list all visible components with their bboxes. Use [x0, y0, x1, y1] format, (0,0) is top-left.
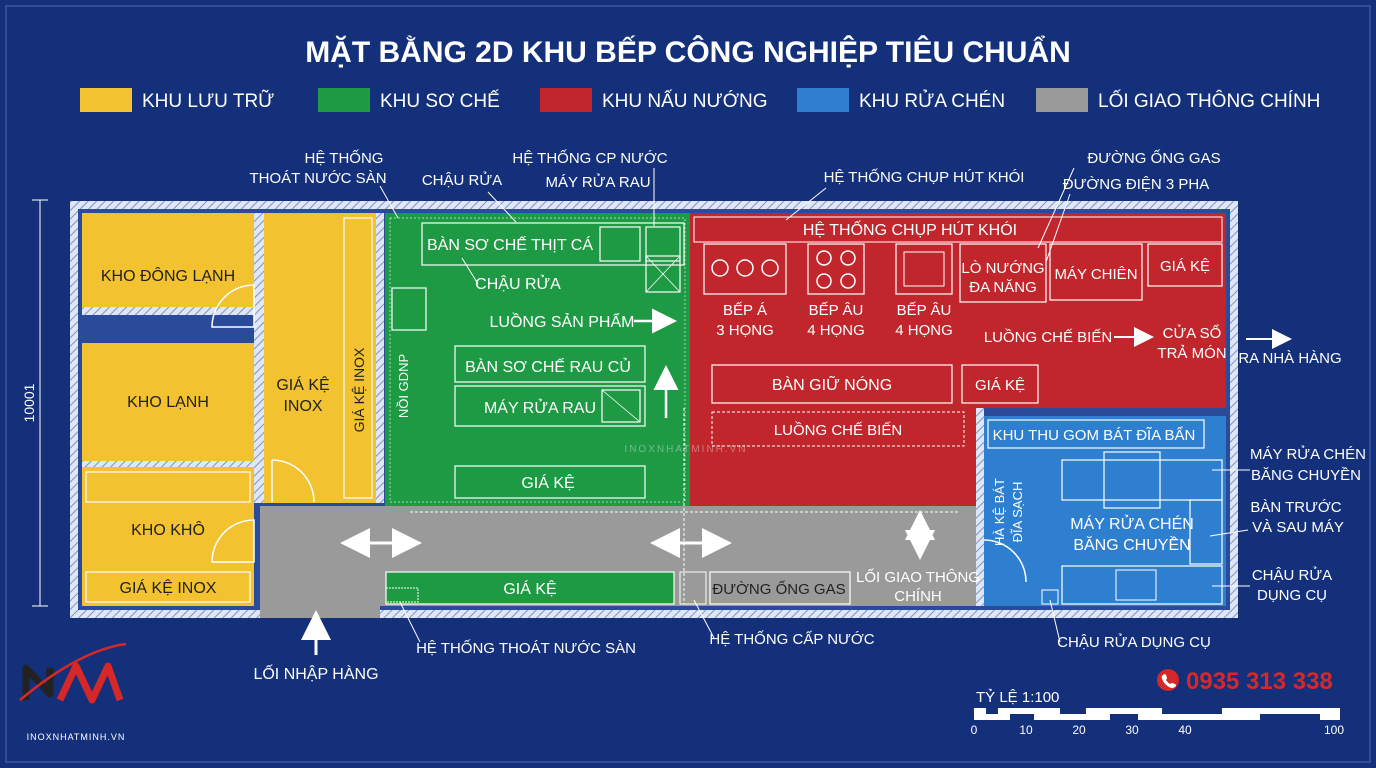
process-flow-label: LUỒNG CHẾ BIẾN	[984, 328, 1112, 346]
cooking-shelf-label: GIÁ KỆ	[1160, 258, 1210, 275]
veg-washer-label: MÁY RỬA RAU	[484, 398, 596, 417]
page-title: MẶT BẰNG 2D KHU BẾP CÔNG NGHIỆP TIÊU CHU…	[305, 35, 1071, 69]
cooking-shelf-2-label: GIÁ KỆ	[975, 377, 1025, 394]
dishwasher-callout-line2: BĂNG CHUYỀN	[1251, 467, 1361, 484]
legend-swatch-prep	[318, 88, 370, 112]
center-watermark: INOXNHATMINH.VN	[624, 444, 747, 455]
legend-label-washing: KHU RỬA CHÉN	[859, 90, 1005, 112]
phone-contact[interactable]: 0935 313 338	[1157, 668, 1333, 695]
tool-sink-callout-line2: DỤNG CỤ	[1257, 587, 1327, 604]
legend: KHU LƯU TRỮ KHU SƠ CHẾ KHU NẤU NƯỚNG KHU…	[80, 88, 1320, 112]
inox-shelf-label: GIÁ KỆ INOX	[120, 578, 217, 597]
prep-vertical-label: NỒI GDNP	[396, 354, 411, 418]
brand-url: INOXNHATMINH.VN	[27, 732, 126, 742]
asian-stove-label-line1: BẾP Á	[723, 302, 767, 319]
euro-stove-2-label-line2: 4 HỌNG	[895, 322, 953, 339]
scale-tick-0: 0	[971, 723, 978, 737]
veg-washer-top-callout: MÁY RỬA RAU	[545, 173, 650, 191]
washing-zone	[976, 408, 1226, 606]
main-corridor-label-line1: LỐI GIAO THÔNG	[856, 568, 980, 586]
fryer-label: MÁY CHIÊN	[1054, 266, 1137, 283]
to-restaurant-label: RA NHÀ HÀNG	[1238, 350, 1341, 367]
tool-sink-bottom-callout: CHẬU RỬA DỤNG CỤ	[1057, 633, 1211, 651]
brand-logo: INOXNHATMINH.VN	[19, 642, 127, 742]
table-callout-line1: BÀN TRƯỚC	[1250, 499, 1341, 516]
dishwasher-callout-line1: MÁY RỬA CHÉN	[1250, 445, 1366, 463]
dishwasher-label-line1: MÁY RỬA CHÉN	[1070, 514, 1194, 533]
veg-prep-table-label: BÀN SƠ CHẾ RAU CỦ	[465, 357, 631, 376]
meat-prep-table-label: BÀN SƠ CHẾ THỊT CÁ	[427, 235, 593, 254]
floor-drain-callout: HỆ THỐNG THOÁT NƯỚC SÀN	[416, 639, 636, 657]
phone-icon	[1157, 669, 1179, 691]
legend-label-corridor: LỐI GIAO THÔNG CHÍNH	[1098, 90, 1320, 112]
prep-zone	[385, 213, 690, 507]
legend-swatch-cooking	[540, 88, 592, 112]
cooking-zone	[690, 213, 1226, 506]
scale-tick-30: 30	[1125, 723, 1139, 737]
scale-tick-20: 20	[1072, 723, 1086, 737]
serving-window-label-line1: CỬA SỔ	[1163, 324, 1222, 342]
euro-stove-1-label-line2: 4 HỌNG	[807, 322, 865, 339]
freezer-room-label: KHO ĐÔNG LẠNH	[101, 266, 235, 285]
inox-shelf-vertical-label: GIÁ KỆ INOX	[351, 347, 367, 432]
scale-bar: TỶ LỆ 1:100 0 10 20 30 40 100	[971, 689, 1345, 737]
legend-swatch-corridor	[1036, 88, 1088, 112]
inox-shelf-center-line1: GIÁ KỆ	[276, 375, 329, 394]
power-top-callout: ĐƯỜNG ĐIỆN 3 PHA	[1063, 176, 1210, 193]
scale-tick-10: 10	[1019, 723, 1033, 737]
legend-label-cooking: KHU NẤU NƯỚNG	[602, 90, 768, 112]
corridor-shelf-label: GIÁ KỆ	[503, 579, 556, 598]
dimension-line: 10001	[21, 199, 48, 607]
oven-label-line1: LÒ NƯỚNG	[961, 260, 1044, 277]
drain-callout-line1: HỆ THỐNG	[305, 149, 384, 167]
entrance-label: LỐI NHẬP HÀNG	[253, 663, 378, 683]
water-supply-callout: HỆ THỐNG CP NƯỚC	[512, 149, 667, 167]
storage-zone	[82, 213, 384, 606]
dry-room-label: KHO KHÔ	[131, 520, 205, 539]
sink-top-callout: CHẬU RỬA	[422, 171, 502, 189]
legend-label-storage: KHU LƯU TRỮ	[142, 90, 274, 112]
prep-shelf-label: GIÁ KỆ	[521, 473, 574, 492]
warming-table-label: BÀN GIỮ NÓNG	[772, 374, 892, 394]
cold-room-label: KHO LẠNH	[127, 394, 209, 411]
product-flow-label: LUỒNG SẢN PHẨM	[490, 312, 635, 331]
clean-dish-shelf-line1: HÀ KỆ BÁT	[992, 478, 1007, 546]
tool-sink-callout-line1: CHẬU RỬA	[1252, 566, 1332, 584]
oven-label-line2: ĐA NĂNG	[969, 279, 1037, 296]
scale-tick-40: 40	[1178, 723, 1192, 737]
inox-shelf-center-line2: INOX	[283, 398, 322, 415]
scale-tick-100: 100	[1324, 723, 1344, 737]
legend-swatch-storage	[80, 88, 132, 112]
dishwasher-label-line2: BĂNG CHUYỀN	[1073, 535, 1190, 554]
serving-window-label-line2: TRẢ MÓN	[1157, 345, 1226, 362]
gas-pipe-corridor-label: ĐƯỜNG ỐNG GAS	[712, 580, 845, 598]
euro-stove-1-label-line1: BẾP ÂU	[809, 302, 864, 319]
dimension-value: 10001	[21, 383, 37, 422]
phone-number[interactable]: 0935 313 338	[1186, 668, 1333, 695]
scale-label: TỶ LỆ 1:100	[976, 689, 1059, 706]
hood-system-label: HỆ THỐNG CHỤP HÚT KHÓI	[803, 219, 1017, 239]
main-corridor-label-line2: CHÍNH	[894, 588, 942, 605]
dirty-dish-collect-label: KHU THU GOM BÁT ĐĨA BẨN	[993, 426, 1196, 444]
drain-callout-line2: THOÁT NƯỚC SÀN	[249, 170, 386, 187]
process-flow-2-label: LUỒNG CHẾ BIẾN	[774, 421, 902, 439]
water-supply-bottom-callout: HỆ THỐNG CẤP NƯỚC	[709, 630, 874, 648]
clean-dish-shelf-line2: ĐĨA SẠCH	[1010, 482, 1025, 543]
asian-stove-label-line2: 3 HỌNG	[716, 322, 774, 339]
prep-sink-label: CHẬU RỬA	[475, 274, 561, 293]
legend-swatch-washing	[797, 88, 849, 112]
hood-top-callout: HỆ THỐNG CHỤP HÚT KHÓI	[824, 168, 1025, 186]
table-callout-line2: VÀ SAU MÁY	[1252, 519, 1344, 536]
legend-label-prep: KHU SƠ CHẾ	[380, 90, 500, 112]
gas-top-callout: ĐƯỜNG ỐNG GAS	[1087, 149, 1220, 167]
euro-stove-2-label-line1: BẾP ÂU	[897, 302, 952, 319]
